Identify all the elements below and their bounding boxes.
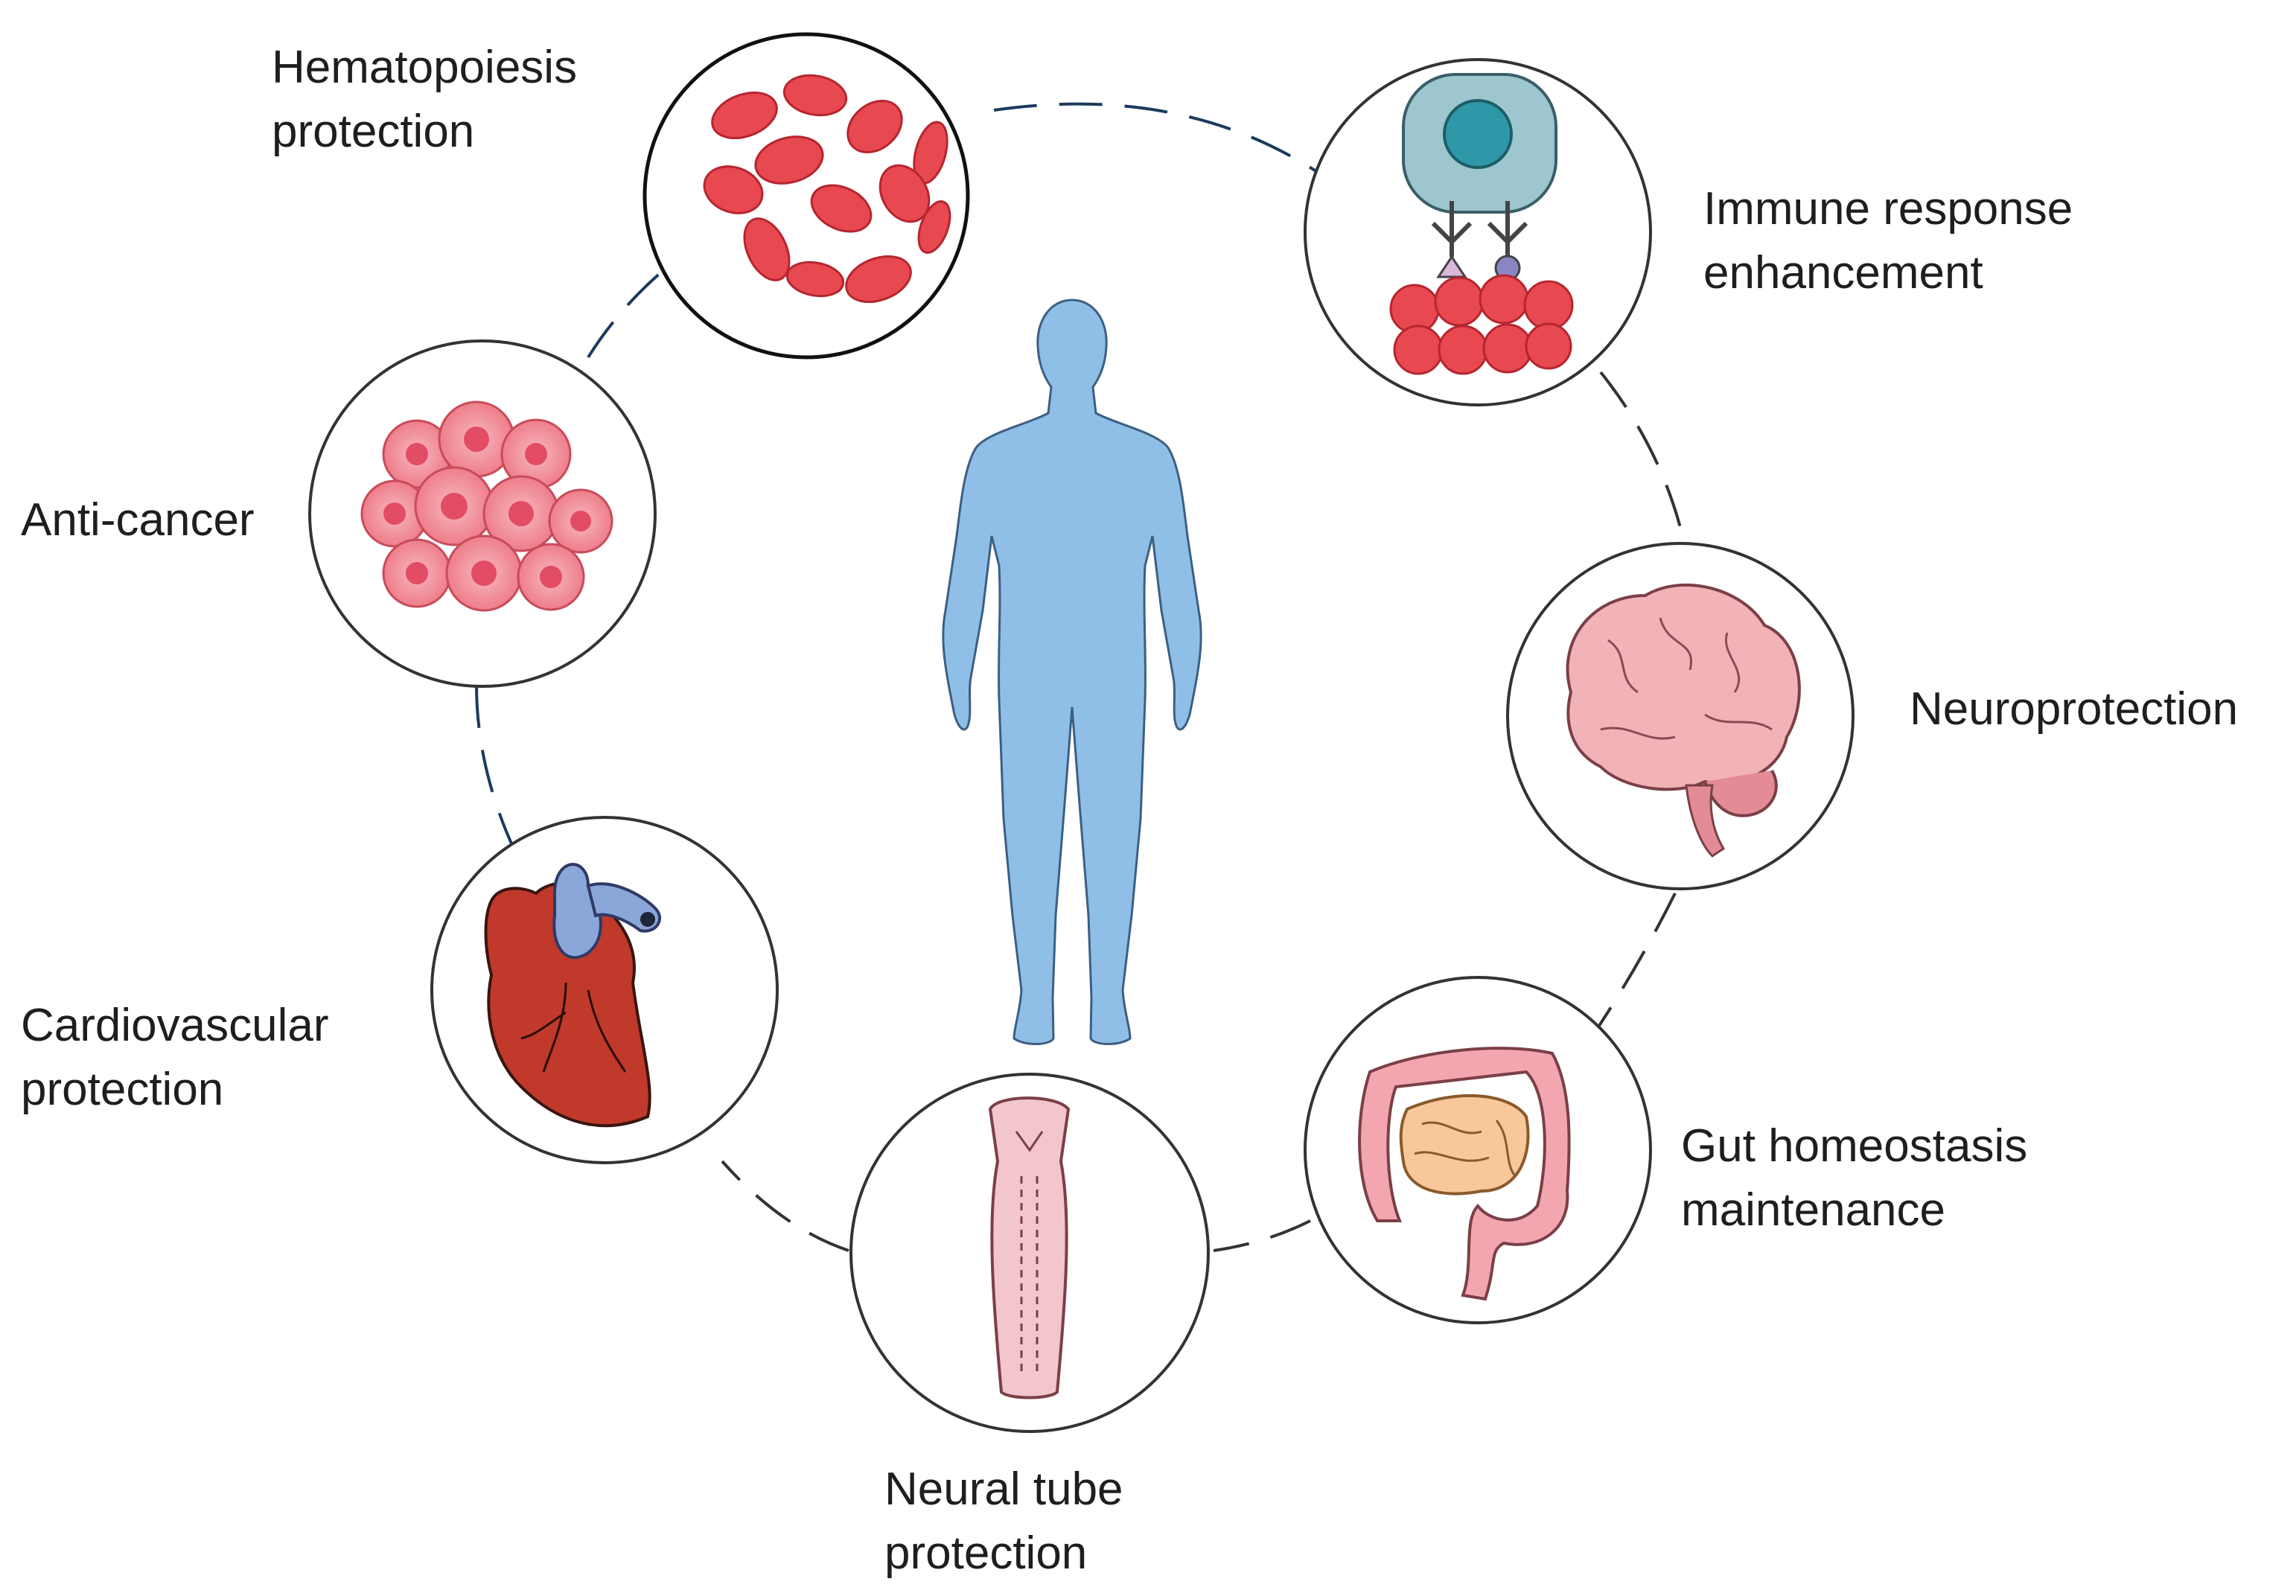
red-blood-cells-icon xyxy=(703,74,951,303)
immune-node xyxy=(1304,58,1652,406)
label-cardio: Cardiovascular protection xyxy=(21,1000,329,1115)
neural-tube-icon xyxy=(988,1097,1071,1399)
hematopoiesis-node xyxy=(642,32,970,360)
gut-node xyxy=(1304,976,1652,1324)
cancer-cells-icon xyxy=(360,400,613,612)
label-neuro: Neuroprotection xyxy=(1910,683,2239,735)
neural-tube-node xyxy=(849,1073,1210,1433)
heart-icon xyxy=(484,863,661,1128)
immune-cell-icon xyxy=(1389,73,1574,375)
cancer-node xyxy=(308,339,657,688)
label-cancer: Anti-cancer xyxy=(21,494,255,546)
label-immune: Immune response enhancement xyxy=(1703,183,2073,299)
cardio-node xyxy=(430,816,779,1164)
label-gut: Gut homeostasis maintenance xyxy=(1681,1120,2028,1236)
neuro-node xyxy=(1506,542,1855,890)
brain-icon xyxy=(1566,583,1801,858)
intestine-icon xyxy=(1358,1047,1571,1301)
label-hematopoiesis: Hematopoiesis protection xyxy=(272,42,578,157)
connector-ring xyxy=(475,102,1684,1252)
label-neural-tube: Neural tube protection xyxy=(884,1463,1123,1579)
human-body-icon xyxy=(942,299,1202,1045)
